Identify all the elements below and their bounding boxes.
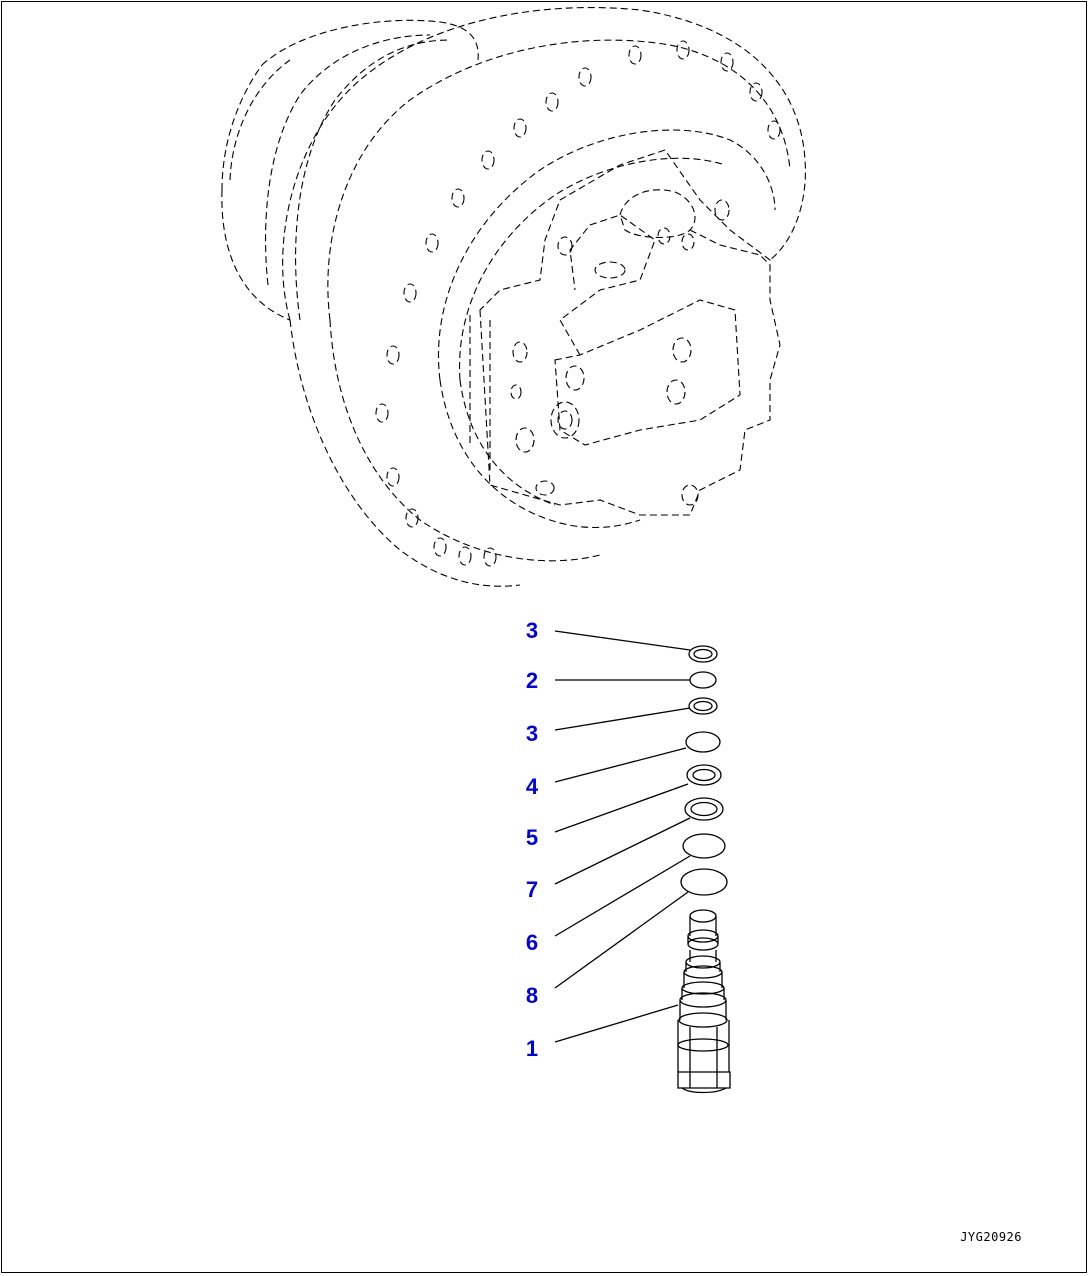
exploded-parts	[677, 645, 731, 1094]
relief-valve-cartridge-part	[677, 909, 731, 1094]
o-ring-part	[680, 868, 728, 896]
callout-number: 5	[526, 825, 538, 850]
callout-leaders	[554, 630, 691, 1043]
backup-ring-part	[688, 645, 718, 663]
backup-ring-part	[688, 697, 718, 715]
callout-number: 6	[526, 930, 538, 955]
backup-ring-part	[686, 764, 722, 786]
travel-motor-housing-phantom	[221, 6, 806, 587]
callout-number: 7	[526, 877, 538, 902]
backup-ring-part	[684, 797, 724, 821]
o-ring-part	[689, 671, 717, 689]
callout-number: 3	[526, 721, 538, 746]
callout-number: 8	[526, 983, 538, 1008]
callout-number: 3	[526, 618, 538, 643]
o-ring-part	[682, 833, 726, 859]
drawing-id: JYG20926	[960, 1230, 1022, 1244]
callout-number: 1	[526, 1036, 538, 1061]
callout-number: 2	[526, 668, 538, 693]
o-ring-part	[685, 731, 721, 753]
callout-numbers: 3 2 3 4 5 7 6 8 1	[526, 618, 539, 1061]
callout-number: 4	[526, 774, 539, 799]
